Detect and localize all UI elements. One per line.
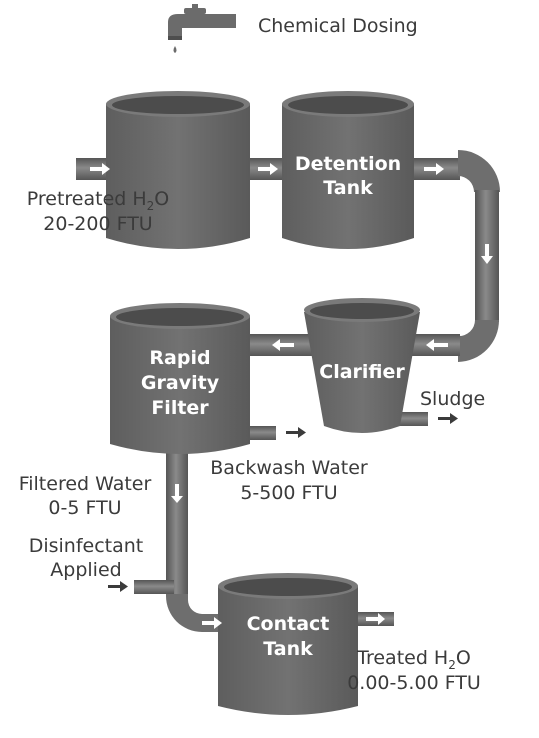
disinfectant-arrow-icon [108, 581, 128, 592]
disinfectant-pipe [134, 580, 174, 594]
chemical-dosing-label: Chemical Dosing [258, 15, 418, 37]
sludge-arrow-icon [438, 413, 458, 424]
arrow-right-icon [90, 163, 110, 175]
treated-label-2: 0.00-5.00 FTU [347, 672, 481, 694]
filtered-water-label-1: Filtered Water [19, 473, 152, 495]
backwash-arrow-icon [286, 427, 306, 438]
sludge-pipe [394, 412, 428, 426]
clarifier-label: Clarifier [319, 361, 405, 383]
filtered-water-label-2: 0-5 FTU [48, 497, 121, 519]
arrow-left-icon [426, 339, 448, 351]
detention-tank [282, 91, 414, 249]
arrow-right-icon [366, 613, 385, 625]
upper-elbow [458, 150, 500, 192]
arrow-down-icon [481, 244, 493, 264]
sludge-label: Sludge [420, 388, 485, 410]
contact-tank-label-2: Tank [263, 638, 313, 660]
disinfectant-label-2: Applied [50, 559, 121, 581]
faucet-icon [168, 4, 236, 53]
arrow-right-icon [424, 163, 444, 175]
contact-elbow [166, 594, 222, 632]
detention-tank-label-1: Detention [295, 153, 401, 175]
arrow-left-icon [272, 339, 294, 351]
filter-label-3: Filter [151, 397, 209, 419]
contact-tank [218, 573, 358, 715]
filter-label-2: Gravity [141, 372, 220, 394]
influent-label-1: Pretreated H2O [27, 188, 170, 213]
detention-tank-label-2: Tank [323, 177, 373, 199]
lower-elbow [458, 320, 500, 362]
disinfectant-label-1: Disinfectant [29, 535, 144, 557]
contact-tank-label-1: Contact [247, 613, 330, 635]
rapid-gravity-filter-tank [110, 303, 250, 454]
arrow-right-icon [202, 617, 222, 629]
outside-arrows [108, 413, 458, 592]
filtered-water-pipe [166, 446, 188, 596]
pretreatment-tank [106, 91, 250, 249]
influent-label-2: 20-200 FTU [43, 213, 152, 235]
backwash-label-1: Backwash Water [210, 457, 368, 479]
arrow-right-icon [258, 163, 278, 175]
backwash-label-2: 5-500 FTU [240, 482, 337, 504]
arrow-down-icon [171, 484, 183, 503]
flow-arrows [90, 163, 493, 629]
clarifier-tank [304, 298, 420, 433]
treated-label-1: Treated H2O [356, 647, 471, 672]
filter-label-1: Rapid [149, 347, 210, 369]
